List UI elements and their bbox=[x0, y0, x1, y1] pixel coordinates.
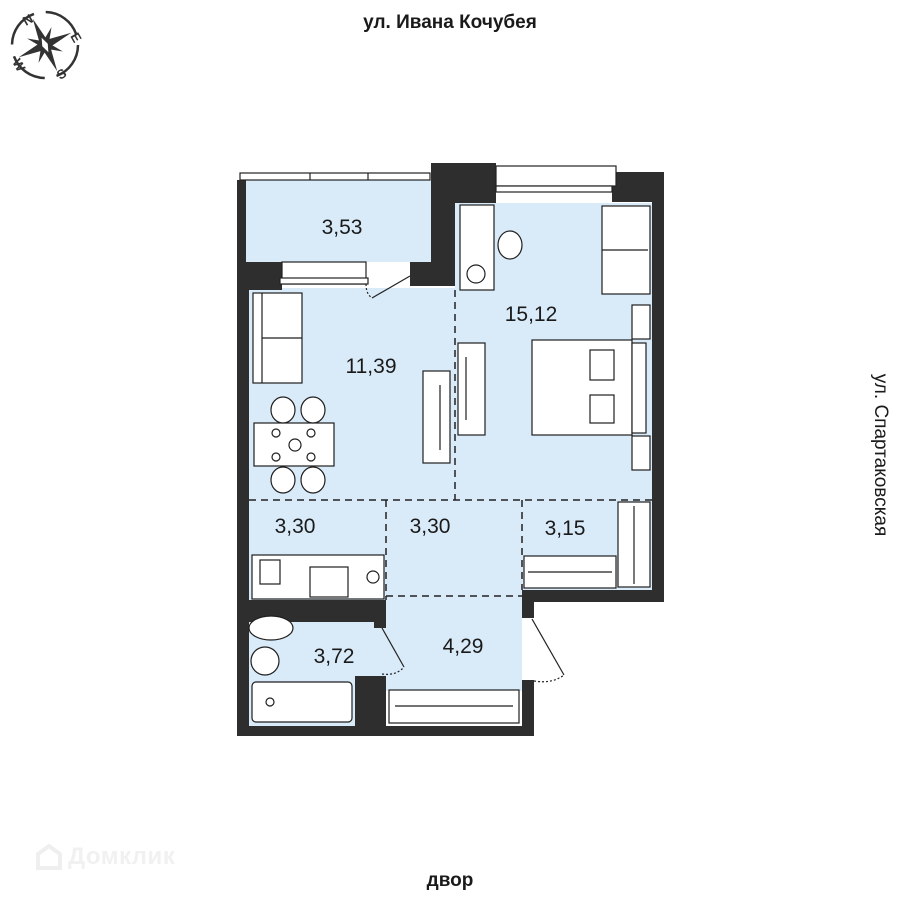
room-area-wardrobe: 3,15 bbox=[545, 517, 586, 540]
room-dividers bbox=[249, 290, 652, 600]
sink bbox=[250, 646, 280, 676]
domclick-house-icon bbox=[36, 844, 62, 870]
room-area-corridor: 3,30 bbox=[410, 515, 451, 538]
tv-stand-bedroom bbox=[457, 342, 486, 436]
doors bbox=[365, 275, 565, 683]
street-label-top: ул. Ивана Кочубея bbox=[363, 12, 537, 33]
room-area-bathroom: 3,72 bbox=[314, 645, 355, 668]
nightstand-bottom bbox=[631, 435, 651, 471]
tv-stand-living bbox=[422, 370, 451, 464]
walls bbox=[237, 163, 664, 736]
nightstand-top bbox=[631, 304, 651, 340]
room-area-hallway: 4,29 bbox=[443, 635, 484, 658]
yard-label-bottom: двор bbox=[426, 870, 474, 891]
compass-rose-icon: N E S W bbox=[9, 10, 85, 83]
watermark-text: Домклик bbox=[68, 843, 176, 870]
room-area-balcony: 3,53 bbox=[322, 216, 363, 239]
room-area-bedroom: 15,12 bbox=[505, 303, 558, 326]
furniture bbox=[248, 204, 651, 724]
room-area-living-room: 11,39 bbox=[346, 355, 397, 378]
windows bbox=[239, 165, 617, 285]
bathtub bbox=[251, 681, 353, 723]
toilet bbox=[248, 615, 294, 641]
watermark: Домклик bbox=[36, 843, 175, 871]
room-area-kitchen: 3,30 bbox=[275, 515, 316, 538]
bed bbox=[531, 339, 633, 436]
